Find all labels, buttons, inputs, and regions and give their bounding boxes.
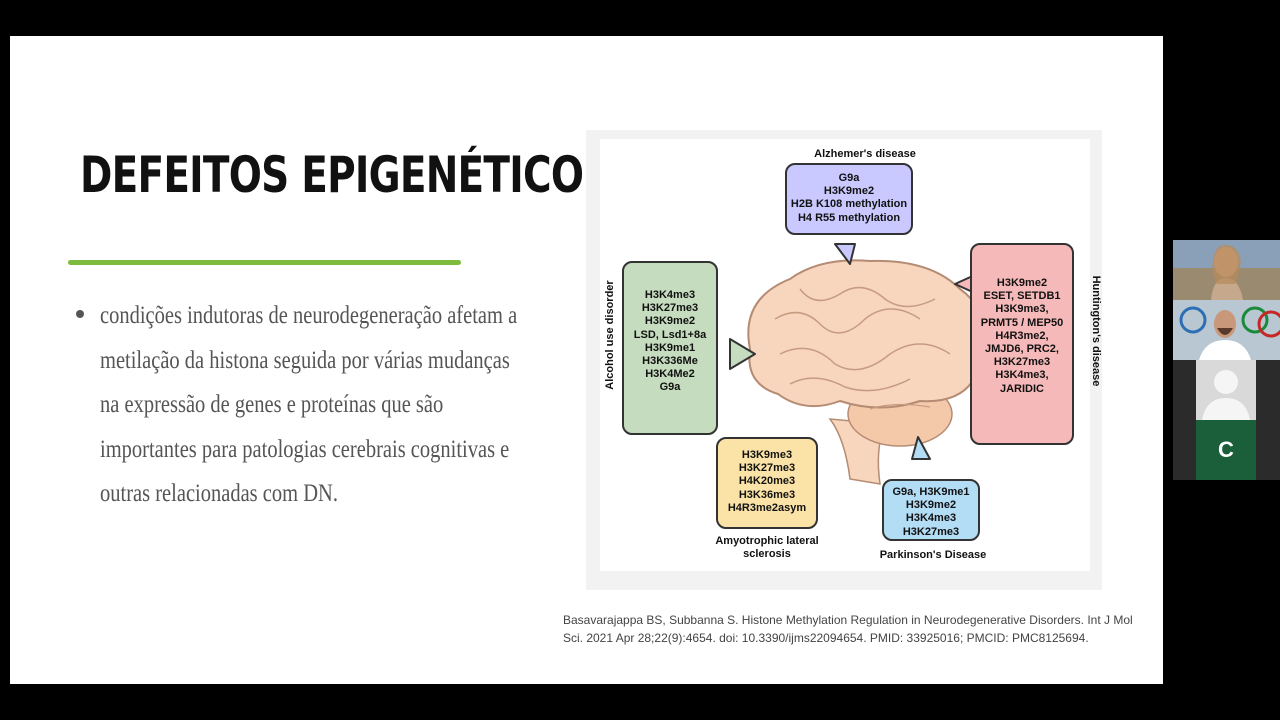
participant-video-2[interactable] — [1173, 300, 1280, 360]
alcohol-line: H3K9me1 — [644, 341, 696, 354]
huntington-line: JARIDIC — [999, 382, 1044, 395]
alcohol-line: H3K336Me — [642, 355, 698, 368]
huntington-line: H3K9me2 — [996, 277, 1048, 289]
alzheimer-line: H2B K108 methylation — [790, 198, 908, 211]
bullet-item: condições indutoras de neurodegeneração … — [76, 294, 536, 517]
participant-video-1[interactable] — [1173, 240, 1280, 300]
presentation-slide: DEFEITOS EPIGENÉTICOS condições indutora… — [10, 36, 1163, 684]
bullet-dot-icon — [76, 310, 84, 318]
als-label: Amyotrophic lateral sclerosis — [715, 535, 819, 560]
huntington-bubble: H3K9me2 ESET, SETDB1 H3K9me3, PRMT5 / ME… — [970, 243, 1074, 445]
parkinson-line: H3K4me3 — [905, 512, 957, 525]
participant-video-4[interactable]: C — [1173, 420, 1280, 480]
huntington-line: H3K4me3, — [995, 369, 1049, 382]
alzheimer-line: G9a — [838, 172, 860, 184]
als-bubble: H3K9me3 H3K27me3 H4K20me3 H3K36me3 H4R3m… — [716, 437, 818, 529]
alcohol-line: H3K27me3 — [641, 302, 699, 315]
als-line: H3K36me3 — [738, 488, 796, 501]
bullet-text: condições indutoras de neurodegeneração … — [100, 302, 518, 507]
parkinson-label: Parkinson's Disease — [879, 549, 987, 561]
alcohol-bubble: H3K4me3 H3K27me3 H3K9me2 LSD, Lsd1+8a H3… — [622, 261, 718, 435]
avatar-placeholder — [1196, 360, 1256, 420]
parkinson-line: G9a, H3K9me1 — [892, 486, 970, 498]
participant-initial-avatar: C — [1196, 420, 1256, 480]
figure-frame: Alzhemer's disease G9a H3K9me2 H2B K108 … — [586, 130, 1102, 590]
participant-video-feed — [1173, 240, 1280, 300]
alcohol-line: H3K4me3 — [644, 289, 696, 301]
alcohol-label: Alcohol use disorder — [604, 280, 616, 390]
alcohol-line: LSD, Lsd1+8a — [633, 328, 707, 341]
figure-citation: Basavarajappa BS, Subbanna S. Histone Me… — [563, 613, 1133, 645]
huntington-line: PRMT5 / MEP50 — [980, 316, 1064, 329]
huntington-line: ESET, SETDB1 — [983, 290, 1061, 303]
parkinson-line: H3K27me3 — [902, 525, 960, 538]
huntington-line: H3K9me3, — [995, 303, 1049, 316]
alcohol-line: G9a — [659, 381, 681, 394]
alcohol-line: H3K9me2 — [644, 315, 696, 328]
person-icon — [1202, 370, 1250, 420]
alzheimer-line: H3K9me2 — [823, 185, 875, 198]
alzheimer-label: Alzhemer's disease — [814, 148, 916, 160]
als-line: H3K27me3 — [738, 462, 796, 475]
huntington-line: H3K27me3 — [993, 356, 1051, 369]
brain-figure: Alzhemer's disease G9a H3K9me2 H2B K108 … — [600, 139, 1102, 571]
parkinson-bubble: G9a, H3K9me1 H3K9me2 H3K4me3 H3K27me3 — [882, 479, 980, 541]
alcohol-line: H3K4Me2 — [645, 368, 695, 381]
participant-video-feed — [1173, 300, 1280, 360]
participant-strip: C — [1173, 240, 1280, 480]
title-underline — [68, 260, 461, 265]
huntington-line: H4R3me2, — [995, 329, 1049, 342]
als-line: H4R3me2asym — [727, 501, 807, 514]
parkinson-line: H3K9me2 — [905, 499, 957, 512]
als-line: H4K20me3 — [738, 475, 796, 488]
als-line: H3K9me3 — [741, 449, 793, 461]
alzheimer-bubble: G9a H3K9me2 H2B K108 methylation H4 R55 … — [785, 163, 913, 235]
alzheimer-line: H4 R55 methylation — [797, 211, 901, 224]
slide-title: DEFEITOS EPIGENÉTICOS — [80, 146, 611, 204]
huntington-label: Huntington's disease — [1090, 275, 1102, 387]
huntington-line: JMJD6, PRC2, — [985, 343, 1059, 356]
participant-video-3[interactable] — [1173, 360, 1280, 420]
